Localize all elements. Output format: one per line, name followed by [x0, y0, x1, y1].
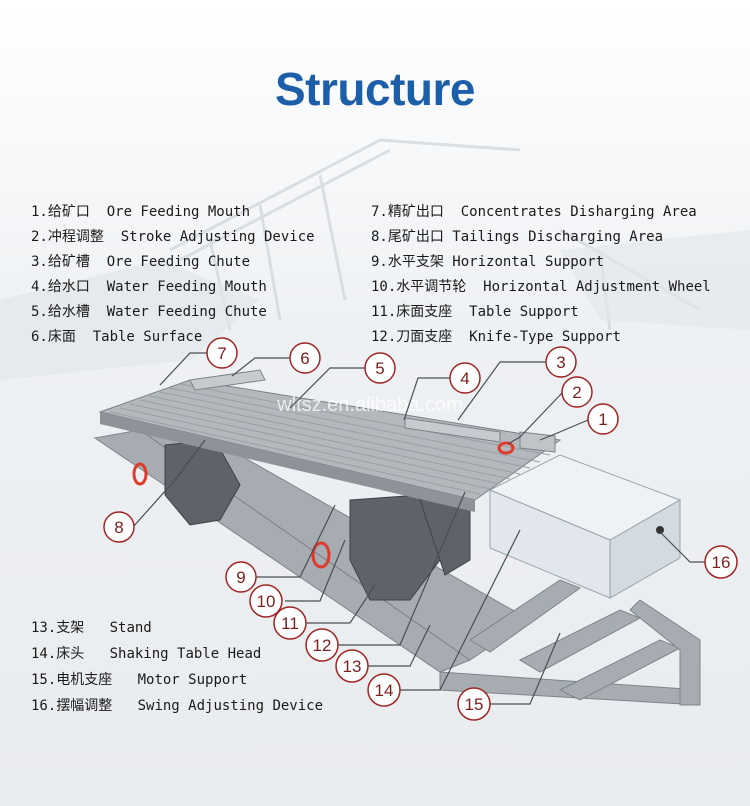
- legend-item: 13.支架 Stand: [31, 620, 152, 636]
- legend-left-list: 1.给矿口 Ore Feeding Mouth 2.冲程调整 Stroke Ad…: [31, 200, 315, 350]
- callout-7: 7: [206, 337, 238, 369]
- table-supports: [164, 439, 471, 601]
- callout-6: 6: [289, 342, 321, 374]
- callout-5: 5: [364, 352, 396, 384]
- legend-item: 2.冲程调整 Stroke Adjusting Device: [31, 229, 315, 245]
- callout-9: 9: [225, 561, 257, 593]
- table-surface: [98, 369, 562, 512]
- legend-item: 8.尾矿出口 Tailings Discharging Area: [371, 229, 664, 245]
- legend-item: 12.刀面支座 Knife-Type Support: [371, 329, 621, 345]
- legend-item: 16.摆幅调整 Swing Adjusting Device: [31, 698, 324, 714]
- callout-15: 15: [457, 687, 491, 721]
- legend-item: 15.电机支座 Motor Support: [31, 672, 248, 688]
- svg-text:6: 6: [300, 349, 309, 368]
- callout-8: 8: [103, 511, 135, 543]
- svg-text:8: 8: [114, 518, 123, 537]
- callout-3: 3: [545, 346, 577, 378]
- callout-1: 1: [587, 403, 619, 435]
- svg-text:1: 1: [598, 410, 607, 429]
- svg-text:15: 15: [465, 695, 484, 714]
- legend-item: 3.给矿槽 Ore Feeding Chute: [31, 254, 251, 270]
- callout-13: 13: [335, 649, 369, 683]
- legend-item: 6.床面 Table Surface: [31, 329, 203, 345]
- legend-item: 14.床头 Shaking Table Head: [31, 646, 262, 662]
- page-title: Structure: [275, 63, 475, 115]
- callout-12: 12: [305, 628, 339, 662]
- svg-text:13: 13: [343, 657, 362, 676]
- svg-text:12: 12: [313, 636, 332, 655]
- legend-item: 4.给水口 Water Feeding Mouth: [31, 279, 267, 295]
- legend-item: 5.给水槽 Water Feeding Chute: [31, 304, 267, 320]
- svg-text:16: 16: [712, 553, 731, 572]
- svg-text:10: 10: [257, 592, 276, 611]
- callout-16: 16: [704, 545, 738, 579]
- legend-item: 9.水平支架 Horizontal Support: [371, 254, 605, 270]
- callout-2: 2: [561, 376, 593, 408]
- callout-11: 11: [273, 606, 307, 640]
- watermark-text: wltsz.en.alibaba.com: [276, 394, 463, 416]
- legend-item: 7.精矿出口 Concentrates Disharging Area: [371, 204, 697, 220]
- legend-item: 1.给矿口 Ore Feeding Mouth: [31, 204, 251, 220]
- svg-text:2: 2: [572, 383, 581, 402]
- horizontal-adjustment-wheel: [132, 441, 515, 569]
- svg-text:4: 4: [460, 369, 469, 388]
- svg-text:14: 14: [375, 681, 394, 700]
- shaking-table-head: [488, 454, 682, 599]
- legend-item: 10.水平调节轮 Horizontal Adjustment Wheel: [371, 279, 711, 295]
- legend-right-list: 7.精矿出口 Concentrates Disharging Area 8.尾矿…: [371, 200, 711, 350]
- svg-text:5: 5: [375, 359, 384, 378]
- svg-text:3: 3: [556, 353, 565, 372]
- svg-text:11: 11: [281, 614, 299, 633]
- callout-4: 4: [449, 362, 481, 394]
- callout-14: 14: [367, 673, 401, 707]
- callout-10: 10: [249, 584, 283, 618]
- svg-text:7: 7: [217, 344, 226, 363]
- leader-lines: [132, 352, 705, 705]
- callouts: 1 2 3 4 5 6 7 8 9 10 11 12 13 14 15 16: [103, 337, 738, 721]
- svg-text:9: 9: [236, 568, 245, 587]
- swing-adjust-knob: [656, 526, 664, 534]
- legend-bottom-list: 13.支架 Stand 14.床头 Shaking Table Head 15.…: [31, 615, 323, 719]
- legend-item: 11.床面支座 Table Support: [371, 304, 579, 320]
